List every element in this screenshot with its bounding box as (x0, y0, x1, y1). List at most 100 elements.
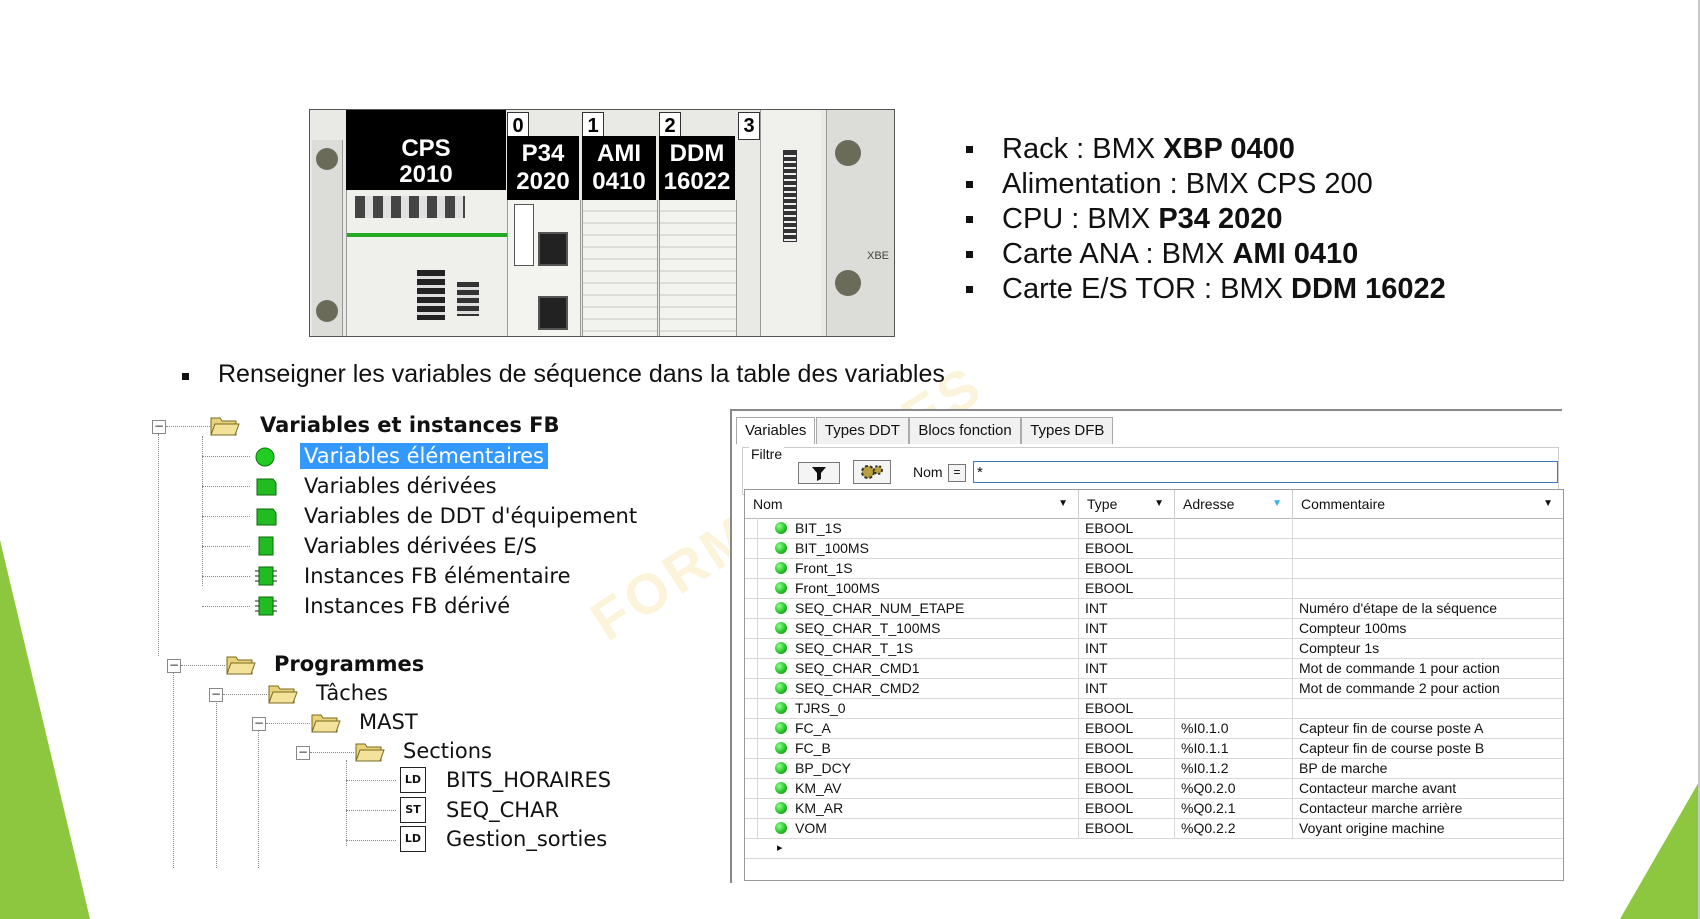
cell-adresse[interactable] (1175, 598, 1293, 618)
tree-node-variables-es[interactable]: Variables dérivées E/S (304, 534, 537, 558)
cell-nom[interactable]: KM_AR (789, 798, 1079, 818)
cell-adresse[interactable]: %Q0.2.0 (1175, 778, 1293, 798)
tab-types-ddt[interactable]: Types DDT (815, 417, 909, 444)
cell-type[interactable]: EBOOL (1079, 538, 1175, 558)
cell-type[interactable]: INT (1079, 678, 1175, 698)
filter-equals-button[interactable]: = (948, 464, 966, 482)
row-header[interactable] (745, 578, 758, 598)
cell-type[interactable]: INT (1079, 598, 1175, 618)
cell-nom[interactable]: SEQ_CHAR_NUM_ETAPE (789, 598, 1079, 618)
cell-type[interactable]: INT (1079, 618, 1175, 638)
tree-node-variables-root[interactable]: Variables et instances FB (260, 413, 560, 437)
tree-node-programmes[interactable]: Programmes (274, 652, 425, 676)
cell-type[interactable]: EBOOL (1079, 758, 1175, 778)
sort-arrow-icon[interactable]: ▼ (1272, 498, 1282, 509)
row-header[interactable] (745, 738, 758, 758)
tree-node-taches[interactable]: Tâches (316, 681, 388, 705)
cell-adresse[interactable]: %I0.1.2 (1175, 758, 1293, 778)
row-header[interactable] (745, 518, 758, 538)
cell-adresse[interactable] (1175, 518, 1293, 538)
column-header-commentaire[interactable]: Commentaire▼ (1293, 490, 1563, 518)
collapse-toggle[interactable]: − (252, 716, 266, 731)
column-header-nom[interactable]: Nom▼ (745, 490, 1079, 518)
filter-options-button[interactable] (853, 460, 891, 484)
cell-commentaire[interactable]: BP de marche (1299, 760, 1388, 776)
collapse-toggle[interactable]: − (167, 658, 181, 673)
cell-nom[interactable]: Front_100MS (789, 578, 1079, 598)
cell-nom[interactable]: BP_DCY (789, 758, 1079, 778)
cell-commentaire[interactable]: Mot de commande 2 pour action (1299, 680, 1500, 696)
row-header[interactable] (745, 718, 758, 738)
tree-node-instances-fb-elementaire[interactable]: Instances FB élémentaire (304, 564, 571, 588)
cell-commentaire[interactable]: Contacteur marche arrière (1299, 800, 1463, 816)
cell-nom[interactable]: BIT_1S (789, 518, 1079, 538)
tree-node-section[interactable]: Gestion_sorties (446, 827, 608, 851)
cell-adresse[interactable] (1175, 698, 1293, 718)
cell-commentaire[interactable]: Numéro d'étape de la séquence (1299, 600, 1498, 616)
row-header[interactable] (745, 618, 758, 638)
cell-nom[interactable]: KM_AV (789, 778, 1079, 798)
cell-type[interactable]: EBOOL (1079, 818, 1175, 838)
cell-type[interactable]: EBOOL (1079, 738, 1175, 758)
tab-types-dfb[interactable]: Types DFB (1021, 417, 1114, 444)
cell-adresse[interactable] (1175, 678, 1293, 698)
cell-adresse[interactable] (1175, 638, 1293, 658)
cell-nom[interactable]: SEQ_CHAR_T_100MS (789, 618, 1079, 638)
cell-commentaire[interactable]: Capteur fin de course poste B (1299, 740, 1485, 756)
row-header[interactable] (745, 698, 758, 718)
cell-type[interactable]: INT (1079, 638, 1175, 658)
cell-adresse[interactable]: %Q0.2.2 (1175, 818, 1293, 838)
cell-commentaire[interactable]: Compteur 100ms (1299, 620, 1407, 636)
cell-commentaire[interactable]: Compteur 1s (1299, 640, 1380, 656)
cell-adresse[interactable]: %I0.1.0 (1175, 718, 1293, 738)
cell-nom[interactable]: FC_A (789, 718, 1079, 738)
filter-button[interactable] (798, 462, 840, 484)
cell-type[interactable]: INT (1079, 658, 1175, 678)
cell-type[interactable]: EBOOL (1079, 798, 1175, 818)
tree-node-mast[interactable]: MAST (359, 710, 418, 734)
cell-adresse[interactable] (1175, 658, 1293, 678)
cell-commentaire[interactable] (1293, 698, 1563, 718)
filter-name-input[interactable]: * (973, 461, 1558, 483)
cell-nom[interactable]: VOM (789, 818, 1079, 838)
cell-type[interactable]: EBOOL (1079, 718, 1175, 738)
collapse-toggle[interactable]: − (296, 745, 310, 760)
sort-arrow-icon[interactable]: ▼ (1154, 498, 1164, 509)
cell-nom[interactable]: TJRS_0 (789, 698, 1079, 718)
row-header[interactable] (745, 598, 758, 618)
tree-node-section[interactable]: BITS_HORAIRES (446, 768, 612, 792)
sort-arrow-icon[interactable]: ▼ (1058, 498, 1068, 509)
new-row[interactable]: ▸ (745, 838, 1563, 859)
row-header[interactable] (745, 538, 758, 558)
row-header[interactable] (745, 558, 758, 578)
row-header[interactable] (745, 758, 758, 778)
tree-node-variables-ddt[interactable]: Variables de DDT d'équipement (304, 504, 638, 528)
cell-commentaire[interactable] (1293, 558, 1563, 578)
cell-type[interactable]: EBOOL (1079, 558, 1175, 578)
tree-node-sections[interactable]: Sections (403, 739, 492, 763)
tree-node-variables-elementaires[interactable]: Variables élémentaires (300, 443, 548, 469)
cell-commentaire[interactable]: Contacteur marche avant (1299, 780, 1457, 796)
cell-adresse[interactable]: %Q0.2.1 (1175, 798, 1293, 818)
collapse-toggle[interactable]: − (209, 687, 223, 702)
cell-commentaire[interactable] (1293, 538, 1563, 558)
cell-adresse[interactable]: %I0.1.1 (1175, 738, 1293, 758)
column-header-adresse[interactable]: Adresse▼ (1175, 490, 1293, 518)
tab-blocs-fonction[interactable]: Blocs fonction (909, 417, 1021, 444)
cell-commentaire[interactable]: Voyant origine machine (1299, 820, 1445, 836)
cell-type[interactable]: EBOOL (1079, 698, 1175, 718)
cell-type[interactable]: EBOOL (1079, 518, 1175, 538)
cell-commentaire[interactable] (1293, 578, 1563, 598)
